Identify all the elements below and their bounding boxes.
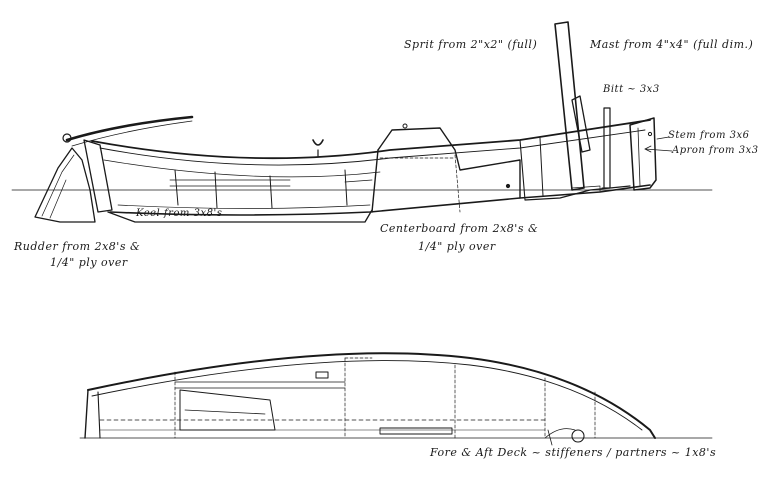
rudder: [34, 147, 96, 223]
rudder-label-line1: Rudder from 2x8's &: [14, 240, 141, 253]
keel-label: Keel from 3x8's: [136, 208, 223, 219]
plan-mast-step: [315, 371, 329, 379]
deck-label: Fore & Aft Deck ~ stiffeners / partners …: [430, 446, 717, 459]
tiller: [65, 115, 194, 142]
plan-seat: [179, 389, 276, 431]
oarlock: [312, 139, 324, 146]
plan-sheer: [87, 352, 656, 439]
mast-label: Mast from 4"x4" (full dim.): [590, 38, 754, 51]
bitt-label: Bitt ~ 3x3: [603, 84, 660, 95]
centerboard-label-line1: Centerboard from 2x8's &: [380, 222, 539, 235]
stem-leader: [656, 136, 670, 140]
keel: [107, 209, 373, 223]
profile-view: [11, 21, 713, 223]
hull-bottom: [109, 184, 651, 216]
stem: [629, 117, 657, 191]
centerboard-trunk: [377, 127, 521, 199]
apron-leader: [644, 148, 673, 152]
plan-centerboard-slot: [379, 427, 453, 435]
apron-label: Apron from 3x3: [672, 145, 759, 156]
sprit-label: Sprit from 2"x2" (full): [404, 38, 538, 51]
deck-leader: [547, 429, 553, 446]
stem-label: Stem from 3x6: [668, 130, 750, 141]
mast: [554, 21, 585, 191]
transom: [83, 139, 113, 213]
plan-transom: [84, 389, 89, 439]
plan-view: [79, 352, 713, 446]
centerboard-label-line2: 1/4" ply over: [418, 240, 496, 253]
bitt: [603, 107, 611, 189]
plan-bitt: [571, 429, 585, 443]
hull-sheer: [91, 119, 651, 160]
sprit: [571, 95, 591, 153]
rudder-label-line2: 1/4" ply over: [50, 256, 128, 269]
